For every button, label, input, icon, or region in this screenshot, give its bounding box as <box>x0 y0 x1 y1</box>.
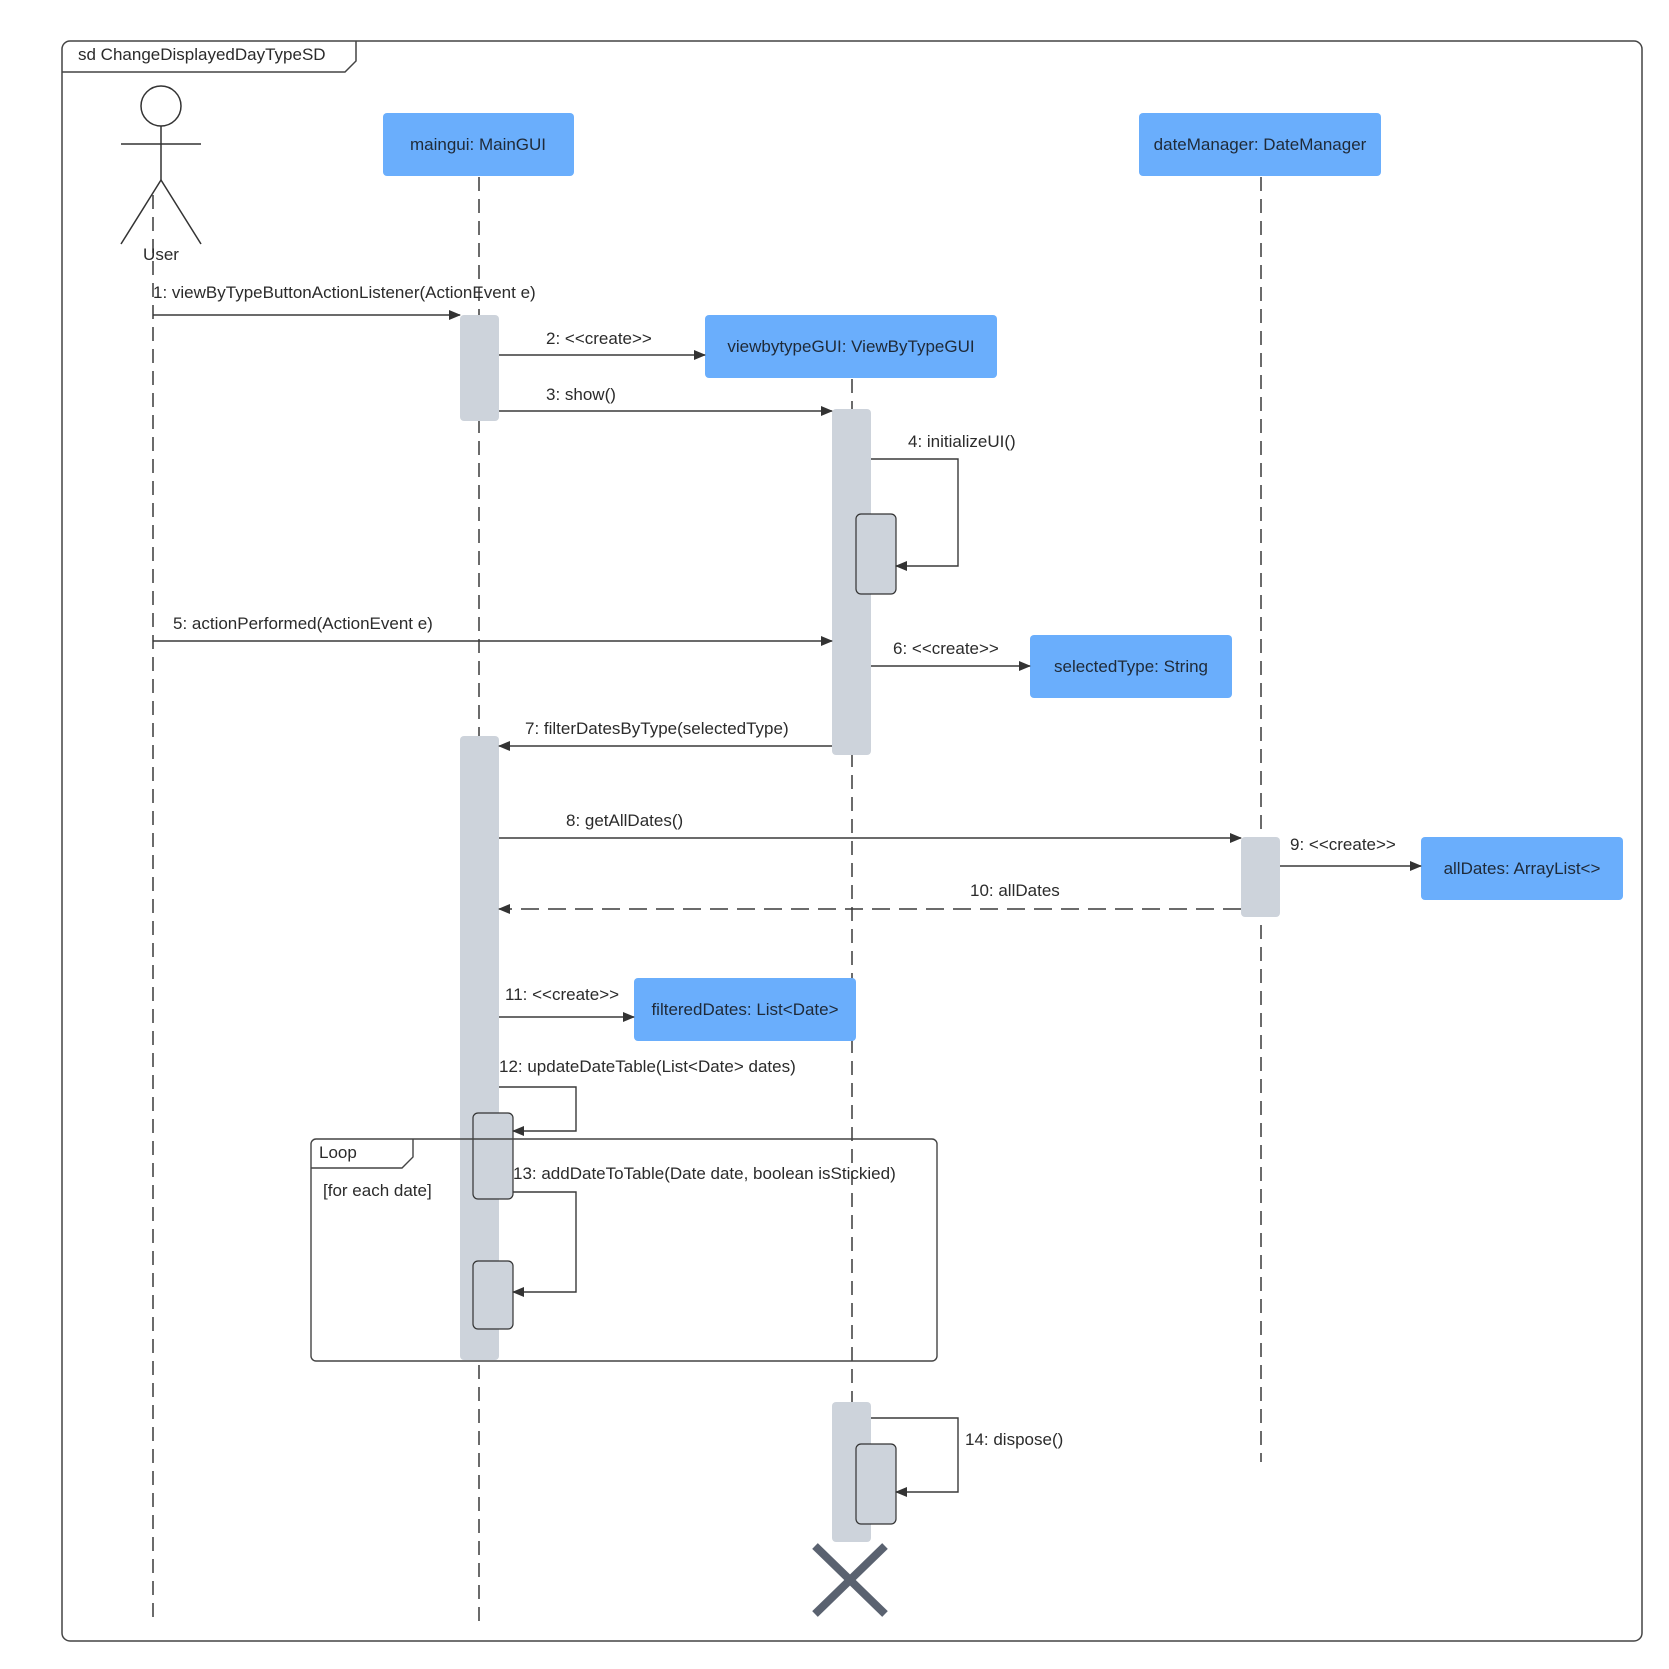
lifelines <box>152 177 1262 1625</box>
message-6-label: 6: <<create>> <box>893 639 999 658</box>
loop-fragment <box>310 1138 938 1362</box>
message-7-label: 7: filterDatesByType(selectedType) <box>525 719 789 738</box>
object-alldates-label: allDates: ArrayList<> <box>1444 859 1601 878</box>
message-3-label: 3: show() <box>546 385 616 404</box>
message-11-label: 11: <<create>> <box>505 985 619 1004</box>
object-datemanager-label: dateManager: DateManager <box>1154 135 1367 154</box>
message-1-label: 1: viewByTypeButtonActionListener(Action… <box>153 283 536 302</box>
actor-label: User <box>143 245 179 264</box>
message-5-label: 5: actionPerformed(ActionEvent e) <box>173 614 433 633</box>
destroy-marker-icon <box>812 1543 888 1617</box>
object-selectedtype <box>1030 635 1232 698</box>
activation-datemanager-1 <box>1241 837 1280 917</box>
message-13-arrow <box>512 1191 577 1297</box>
activation-viewbytypegui-1 <box>832 409 871 755</box>
loop-operator-tab <box>311 1139 414 1169</box>
message-lines <box>153 310 1422 1497</box>
message-14-arrow <box>871 1417 959 1497</box>
activation-maingui-2 <box>460 736 499 1360</box>
object-viewbytypegui <box>705 315 997 378</box>
message-4-arrow <box>871 458 959 571</box>
activation-dispose <box>855 1443 897 1525</box>
message-13-label: 13: addDateToTable(Date date, boolean is… <box>513 1164 896 1183</box>
diagram-frame <box>61 40 1643 1642</box>
object-filtereddates-label: filteredDates: List<Date> <box>651 1000 838 1019</box>
actor-head <box>140 85 182 127</box>
message-12-arrow <box>499 1086 577 1136</box>
message-2-label: 2: <<create>> <box>546 329 652 348</box>
frame-title-tab <box>62 41 357 73</box>
frame-title: sd ChangeDisplayedDayTypeSD <box>78 45 326 64</box>
activation-updatedatetable <box>472 1112 514 1200</box>
object-datemanager <box>1139 113 1381 176</box>
object-viewbytypegui-label: viewbytypeGUI: ViewByTypeGUI <box>727 337 974 356</box>
loop-guard: [for each date] <box>323 1181 432 1200</box>
object-alldates <box>1421 837 1623 900</box>
object-maingui-label: maingui: MainGUI <box>410 135 546 154</box>
object-selectedtype-label: selectedType: String <box>1054 657 1208 676</box>
message-14-label: 14: dispose() <box>965 1430 1063 1449</box>
message-4-label: 4: initializeUI() <box>908 432 1016 451</box>
message-9-label: 9: <<create>> <box>1290 835 1396 854</box>
message-12-label: 12: updateDateTable(List<Date> dates) <box>499 1057 796 1076</box>
message-8-label: 8: getAllDates() <box>566 811 683 830</box>
object-maingui <box>383 113 574 176</box>
activations <box>460 315 1280 1542</box>
object-filtereddates <box>634 978 856 1041</box>
activation-adddatetotable <box>472 1260 514 1330</box>
activation-maingui-1 <box>460 315 499 421</box>
actor-user <box>120 85 202 245</box>
self-call-activations <box>472 513 897 1525</box>
activation-initializeui <box>855 513 897 595</box>
message-10-label: 10: allDates <box>970 881 1060 900</box>
loop-operator: Loop <box>319 1143 357 1162</box>
